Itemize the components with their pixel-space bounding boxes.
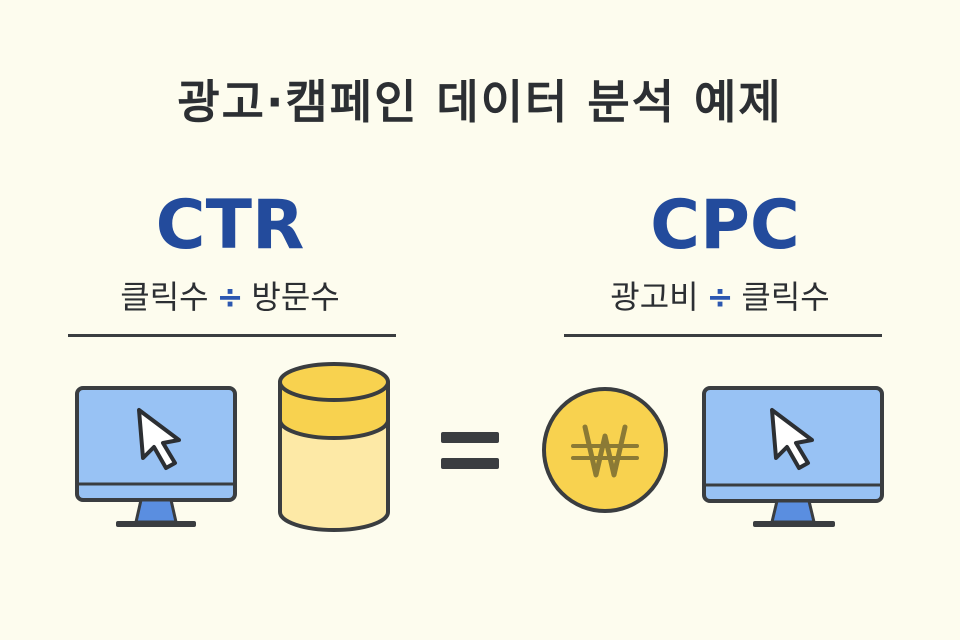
- cpc-divider: [564, 334, 882, 337]
- cpc-formula: 광고비÷클릭수: [550, 272, 890, 318]
- ctr-denominator: 방문수: [251, 278, 340, 316]
- ctr-numerator: 클릭수: [120, 278, 209, 316]
- monitor-cursor-icon: [702, 386, 884, 527]
- page-title: 광고·캠페인 데이터 분석 예제: [177, 75, 783, 129]
- ctr-label: CTR: [155, 186, 305, 265]
- ctr-formula: 클릭수÷방문수: [60, 272, 400, 318]
- cpc-numerator: 광고비: [610, 278, 699, 316]
- ctr-divider: [68, 334, 396, 337]
- won-coin-icon: [542, 387, 668, 513]
- cpc-label: CPC: [650, 186, 800, 265]
- cpc-divide-operator: ÷: [706, 278, 734, 316]
- equals-icon: [441, 432, 499, 469]
- database-cylinder-icon: [278, 362, 390, 532]
- monitor-cursor-icon: [75, 386, 237, 527]
- cpc-denominator: 클릭수: [741, 278, 830, 316]
- ctr-divide-operator: ÷: [216, 278, 244, 316]
